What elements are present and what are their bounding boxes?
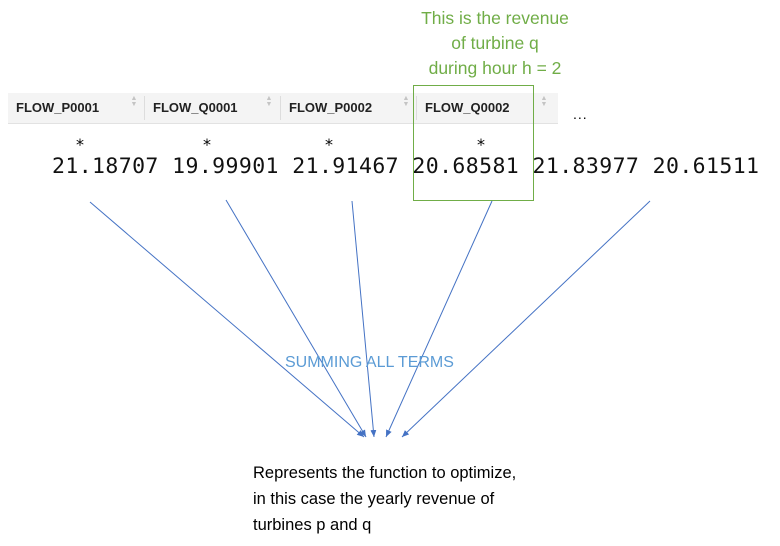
revenue-callout: This is the revenue of turbine q during … xyxy=(380,6,610,81)
column-header-flow-q0001[interactable]: FLOW_Q0001 xyxy=(153,100,238,115)
table-header-strip xyxy=(8,93,558,124)
more-columns-ellipsis: ... xyxy=(573,106,588,122)
sort-icon[interactable]: ▲▼ xyxy=(402,95,410,108)
caption-line-3: turbines p and q xyxy=(253,516,372,534)
value-cell: 21.91467 xyxy=(292,154,400,179)
callout-line-2: of turbine q xyxy=(451,33,539,53)
arrow xyxy=(385,200,493,438)
sort-icon[interactable]: ▲▼ xyxy=(540,95,548,108)
arrow xyxy=(401,200,651,438)
sort-icon[interactable]: ▲▼ xyxy=(130,95,138,108)
column-header-flow-q0002[interactable]: FLOW_Q0002 xyxy=(425,100,510,115)
column-header-flow-p0002[interactable]: FLOW_P0002 xyxy=(289,100,373,115)
value-cell: 20.61511 xyxy=(652,154,760,179)
caption: Represents the function to optimize, in … xyxy=(253,460,633,538)
caption-line-2: in this case the yearly revenue of xyxy=(253,490,495,508)
sort-icon[interactable]: ▲▼ xyxy=(265,95,273,108)
column-divider xyxy=(144,96,145,120)
value-cell: 21.18707 xyxy=(52,154,159,179)
callout-line-1: This is the revenue xyxy=(421,8,569,28)
arrow xyxy=(225,199,367,438)
value-cell-highlighted: 20.68581 xyxy=(412,154,520,179)
callout-line-3: during hour h = 2 xyxy=(428,58,562,78)
column-divider xyxy=(416,96,417,120)
highlight-box xyxy=(413,85,534,201)
summing-label: SUMMING ALL TERMS xyxy=(285,354,454,371)
column-divider xyxy=(280,96,281,120)
multiply-symbol: * xyxy=(203,135,211,154)
arrow xyxy=(351,200,377,438)
multiply-symbol: * xyxy=(76,135,84,154)
caption-line-1: Represents the function to optimize, xyxy=(253,464,517,482)
multiply-symbol: * xyxy=(477,135,485,154)
arrow xyxy=(89,201,365,438)
value-cell: 19.99901 xyxy=(172,154,279,179)
multiply-symbol: * xyxy=(325,135,333,154)
value-row: 21.18707 19.99901 21.91467 20.68581 21.8… xyxy=(52,152,759,182)
value-cell: 21.83977 xyxy=(532,154,640,179)
column-header-flow-p0001[interactable]: FLOW_P0001 xyxy=(16,100,100,115)
